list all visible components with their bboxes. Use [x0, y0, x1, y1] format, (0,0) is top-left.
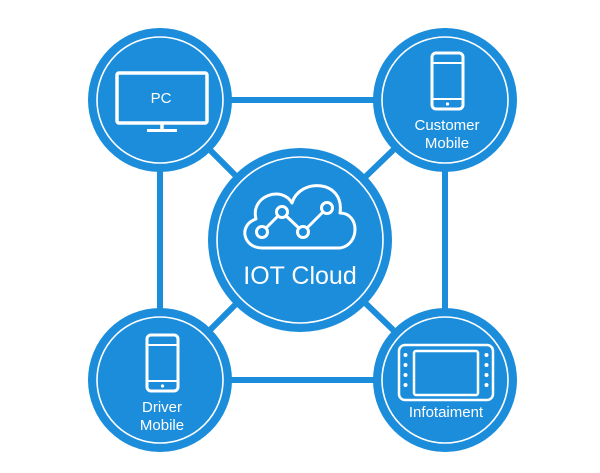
car-display-icon — [397, 343, 495, 402]
node-infotainment: Infotaiment — [373, 308, 517, 452]
node-pc: PC — [88, 28, 232, 172]
center-ring — [216, 156, 384, 324]
node-pc-circle — [88, 28, 232, 172]
node-driver-ring — [96, 316, 224, 444]
center-label: IOT Cloud — [243, 262, 356, 290]
node-driver-label-2: Mobile — [140, 417, 184, 434]
node-customer-label-2: Mobile — [425, 135, 469, 152]
monitor-icon — [115, 71, 209, 132]
smartphone-icon — [145, 333, 180, 393]
node-customer-ring — [381, 36, 509, 164]
center-circle — [208, 148, 392, 332]
node-infotainment-circle — [373, 308, 517, 452]
node-infotainment-ring — [381, 316, 509, 444]
node-iot-cloud: IOT Cloud — [208, 148, 392, 332]
node-driver-label-1: Driver — [142, 399, 182, 416]
smartphone-icon — [430, 51, 465, 111]
node-driver-mobile: Driver Mobile — [88, 308, 232, 452]
node-infotainment-label-1: Infotaiment — [409, 404, 484, 421]
node-pc-ring — [96, 36, 224, 164]
node-customer-mobile: Customer Mobile — [373, 28, 517, 172]
node-customer-label-1: Customer — [414, 117, 479, 134]
node-pc-label-1: PC — [151, 90, 172, 107]
cloud-network-icon — [243, 184, 357, 250]
